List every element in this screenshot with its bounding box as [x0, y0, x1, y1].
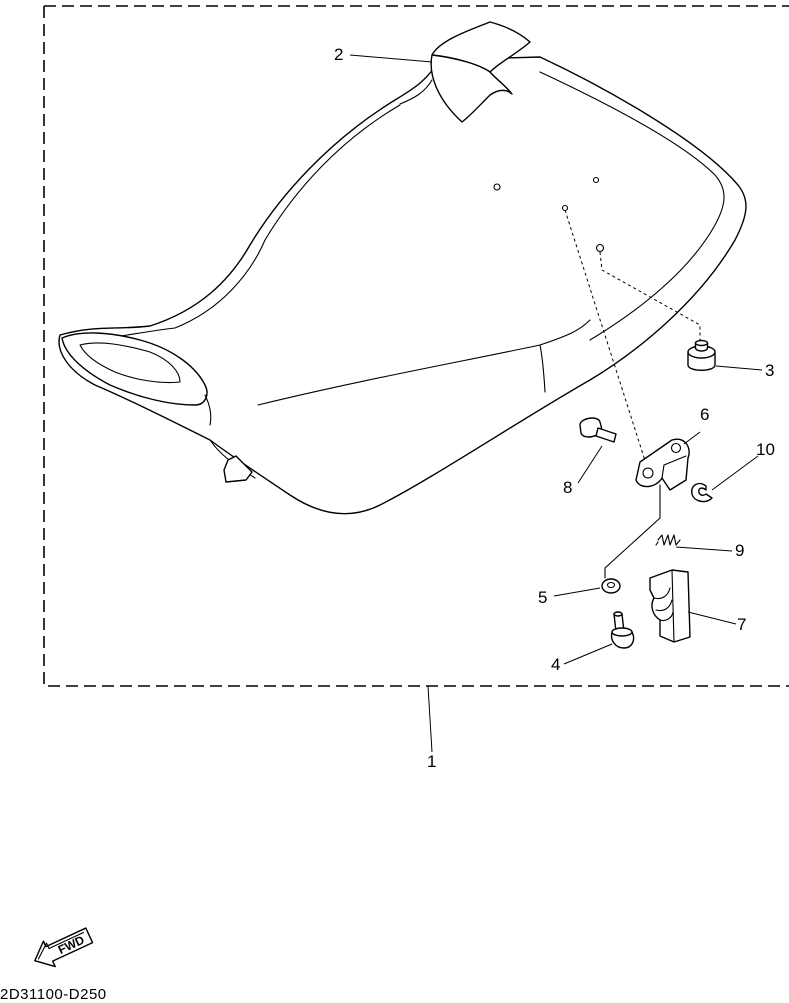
callout-4: 4: [551, 655, 560, 674]
clip-10: [691, 482, 713, 503]
catch-guide-line: [604, 484, 661, 579]
fwd-label: FWD: [56, 933, 87, 957]
assembly-boundary-frame: [43, 5, 789, 687]
callout-2: 2: [334, 45, 343, 64]
callout-labels: 1 2 3 4 5 6 7 8 9 10: [334, 45, 775, 771]
damper-guide-line: [599, 251, 701, 345]
seat-body: [58, 56, 747, 515]
bracket-6: [635, 438, 690, 491]
fwd-arrow-icon: FWD: [34, 927, 94, 968]
callout-1: 1: [427, 752, 436, 771]
washer-5: [601, 578, 621, 594]
bolt-4: [610, 611, 635, 649]
spring-9: [655, 534, 681, 546]
callout-3: 3: [765, 361, 774, 380]
callout-8: 8: [563, 478, 572, 497]
bolt-8: [579, 417, 617, 443]
seat-damper: [687, 339, 716, 371]
seat-strap: [399, 21, 531, 123]
callout-9: 9: [735, 541, 744, 560]
callout-leaders: [349, 54, 763, 753]
seat-catch-7: [649, 569, 691, 643]
callout-7: 7: [737, 615, 746, 634]
callout-10: 10: [756, 440, 775, 459]
callout-6: 6: [700, 405, 709, 424]
callout-5: 5: [538, 588, 547, 607]
document-code: 2D31100-D250: [0, 986, 107, 1003]
